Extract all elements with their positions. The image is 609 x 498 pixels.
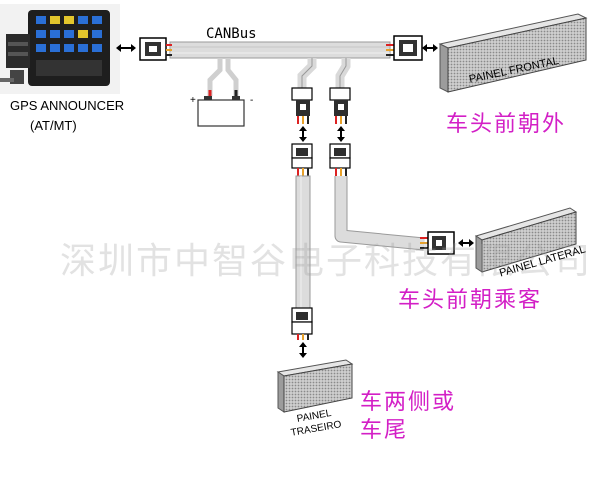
branch-b-upper-connector bbox=[329, 87, 351, 124]
front-panel-caption: 车头前朝外 bbox=[446, 112, 567, 137]
battery-minus-label: - bbox=[250, 95, 254, 106]
lateral-panel-caption: 车头前朝乘客 bbox=[398, 288, 543, 313]
battery bbox=[197, 96, 245, 127]
company-watermark: 深圳市中智谷电子科技有限公司 bbox=[60, 241, 593, 282]
battery-plus-label: + bbox=[190, 95, 196, 106]
branch-a-arrow bbox=[299, 126, 307, 142]
device-keypad bbox=[36, 16, 102, 76]
gps-announcer-device bbox=[0, 4, 120, 94]
rear-panel-caption-line2: 车尾 bbox=[360, 418, 409, 443]
branch-cable-b bbox=[335, 58, 351, 88]
rear-upper-connector bbox=[291, 307, 313, 340]
canbus-cable bbox=[169, 41, 391, 59]
branch-cable-a bbox=[297, 58, 317, 88]
front-panel bbox=[438, 13, 588, 93]
lateral-panel bbox=[474, 207, 578, 273]
device-link-arrow bbox=[116, 44, 136, 52]
front-panel-link-arrow bbox=[422, 44, 438, 52]
branch-a-lower-connector bbox=[291, 143, 313, 176]
lateral-connector bbox=[420, 231, 455, 255]
canbus-label: CANBus bbox=[206, 26, 257, 42]
rear-panel-link-arrow bbox=[299, 342, 307, 358]
rear-panel bbox=[276, 359, 354, 413]
canbus-left-connector bbox=[139, 37, 172, 61]
lateral-panel-link-arrow bbox=[458, 239, 474, 247]
branch-a-upper-connector bbox=[291, 87, 313, 124]
branch-b-arrow bbox=[337, 126, 345, 142]
device-model-label: (AT/MT) bbox=[30, 118, 77, 133]
device-name-label: GPS ANNOUNCER bbox=[10, 98, 125, 113]
battery-branch bbox=[207, 58, 239, 100]
rear-panel-caption-line1: 车两侧或 bbox=[360, 390, 457, 415]
lateral-panel-cable bbox=[334, 176, 425, 251]
canbus-right-connector bbox=[386, 35, 423, 61]
branch-b-lower-connector bbox=[329, 143, 351, 176]
